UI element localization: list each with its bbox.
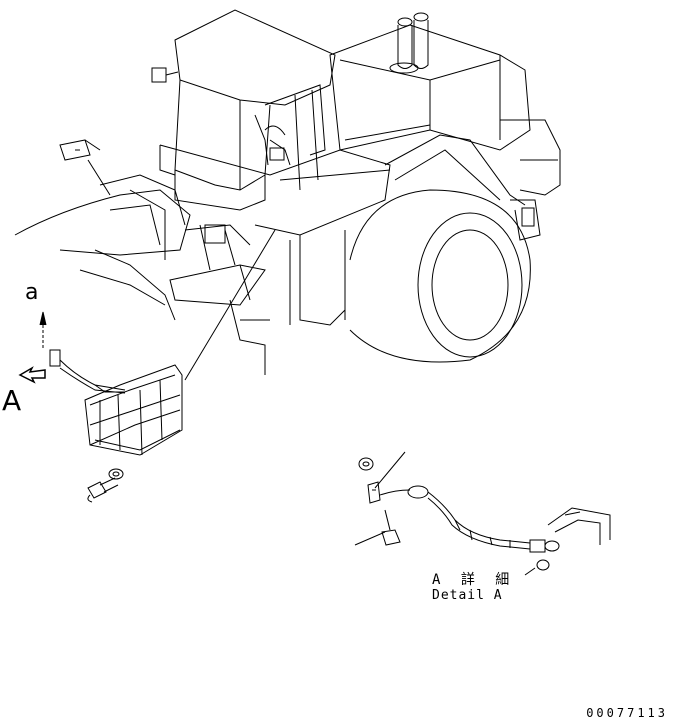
operator-cab xyxy=(152,10,335,210)
drawing-code: 00077113 xyxy=(586,706,668,720)
machine-body xyxy=(60,13,560,325)
ground-cable-assembly xyxy=(50,350,182,502)
view-label-large-a: A xyxy=(2,384,22,417)
detail-title-en: Detail A xyxy=(432,588,503,603)
view-a-arrow xyxy=(20,312,46,382)
view-label-small-a: a xyxy=(25,280,39,305)
leader-line xyxy=(185,230,275,380)
front-loader xyxy=(15,175,530,375)
detail-title-jp: A 詳 細 xyxy=(432,572,516,588)
detail-a-view xyxy=(355,452,610,575)
